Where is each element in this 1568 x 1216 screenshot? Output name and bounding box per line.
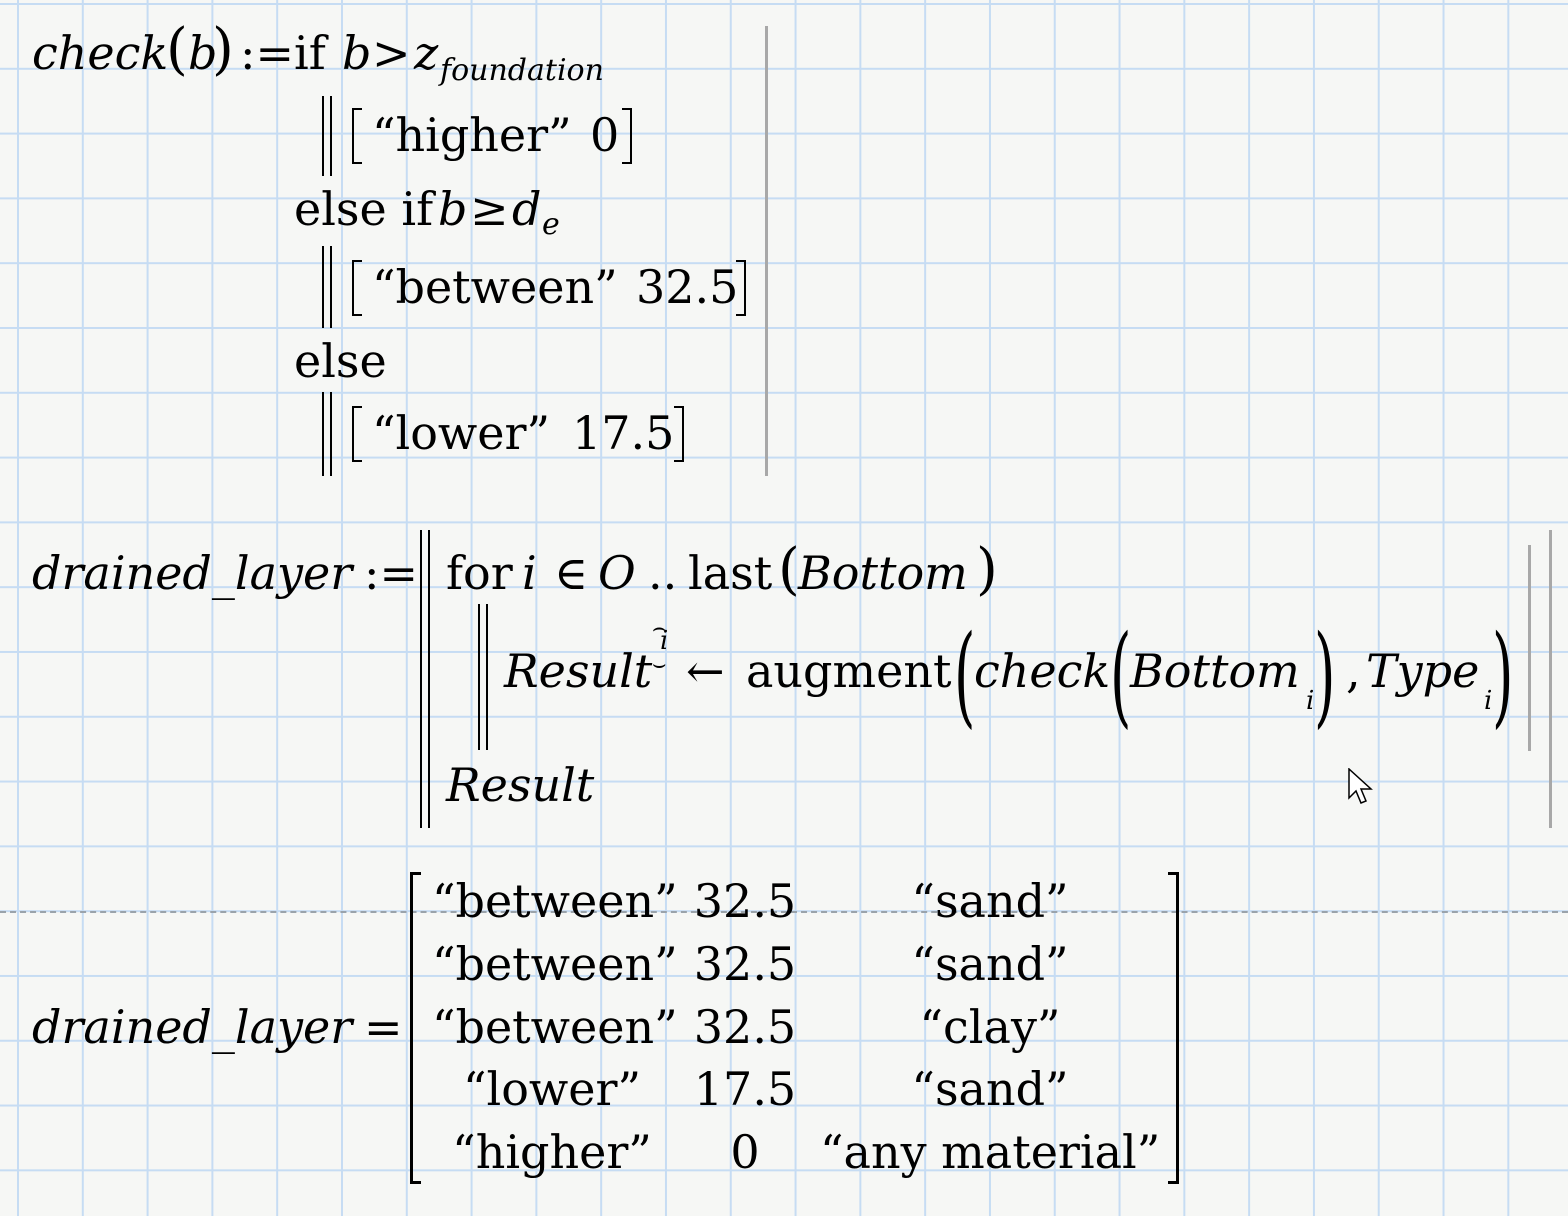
function-name: check [32,26,169,80]
matrix-cell: 32.5 [693,1000,797,1054]
matrix-cell: “clay” [919,1000,1061,1054]
close-paren: ) [1492,611,1514,739]
program-name: drained_layer [32,546,353,600]
if-keyword: if [294,26,326,80]
program-bar [420,530,430,828]
row-vector-left-bracket [352,260,362,316]
range-start: O [598,546,636,600]
type-argument: Type [1366,644,1480,698]
matrix-cell: 32.5 [693,874,797,928]
for-keyword: for [446,546,513,600]
return-result: Result [446,758,595,812]
branch-bar [322,392,332,476]
branch2-value: 32.5 [636,260,739,314]
bottom-argument: Bottom [1130,644,1300,698]
condition2-var: b [438,182,468,236]
local-assign-arrow: ← [686,644,725,698]
matrix-cell: 17.5 [693,1062,797,1116]
assign-operator: := [364,546,419,600]
row-vector-right-bracket [674,406,684,462]
range-argument: Bottom [798,546,968,600]
matrix-cell: “sand” [911,874,1069,928]
row-vector-left-bracket [352,406,362,462]
matrix-cell: “lower” [462,1062,642,1116]
bottom-index: i [1306,686,1315,716]
close-paren: ) [212,17,234,82]
condition2-rhs-subscript: e [542,207,560,242]
branch-bar [322,246,332,328]
condition-rhs-subscript: foundation [440,53,604,88]
last-function: last [688,546,773,600]
region-selection-bar [1549,530,1552,828]
row-vector-right-bracket [622,108,632,164]
result-variable: Result [504,644,653,698]
branch1-text: “higher” [372,108,572,162]
matrix-right-bracket [1168,872,1179,1184]
loop-body-bar [478,604,488,750]
evaluated-name: drained_layer [32,1000,353,1054]
check-function-call: check [974,644,1111,698]
matrix-cell: “sand” [911,1062,1069,1116]
matrix-cell: “higher” [452,1125,652,1179]
comma: , [1346,644,1361,698]
matrix-cell: “sand” [911,937,1069,991]
function-param: b [188,26,218,80]
matrix-cell: 0 [730,1125,760,1179]
else-if-keyword: else if [294,182,434,236]
matrix-cell: “between” [432,937,678,991]
greater-than-operator: > [372,26,411,80]
column-operator-bottom: ⌣ [652,652,667,677]
region-selection-bar [1528,545,1531,751]
branch3-value: 17.5 [572,406,675,460]
row-vector-right-bracket [736,260,746,316]
type-index: i [1484,686,1493,716]
open-paren: ( [166,17,188,82]
matrix-cell: 32.5 [693,937,797,991]
close-paren: ) [1314,611,1336,739]
loop-variable: i [522,546,537,600]
else-keyword: else [294,334,387,388]
open-paren: ( [1110,611,1132,739]
matrix-cell: “any material” [820,1125,1161,1179]
assign-operator: := [240,26,295,80]
matrix-left-bracket [410,872,421,1184]
region-selection-bar [765,26,768,476]
row-vector-left-bracket [352,108,362,164]
condition2-rhs: d [512,182,542,236]
matrix-cell: “between” [432,874,678,928]
branch3-text: “lower” [372,406,551,460]
evaluation-operator: = [364,1000,403,1054]
column-operator-top: ⌢ [652,616,667,641]
augment-function: augment [746,644,952,698]
condition-var: b [342,26,372,80]
range-operator: .. [648,546,678,600]
branch1-value: 0 [590,108,620,162]
page-break-line [0,911,1568,913]
column-index: i [660,626,669,656]
matrix-cell: “between” [432,1000,678,1054]
branch2-text: “between” [372,260,618,314]
open-paren: ( [954,611,976,739]
element-of-operator: ∈ [554,546,589,600]
condition-rhs: z [414,26,439,80]
close-paren: ) [976,537,998,602]
open-paren: ( [778,537,800,602]
greater-equal-operator: ≥ [470,182,509,236]
branch-bar [322,96,332,176]
mouse-cursor-icon [1348,768,1373,804]
